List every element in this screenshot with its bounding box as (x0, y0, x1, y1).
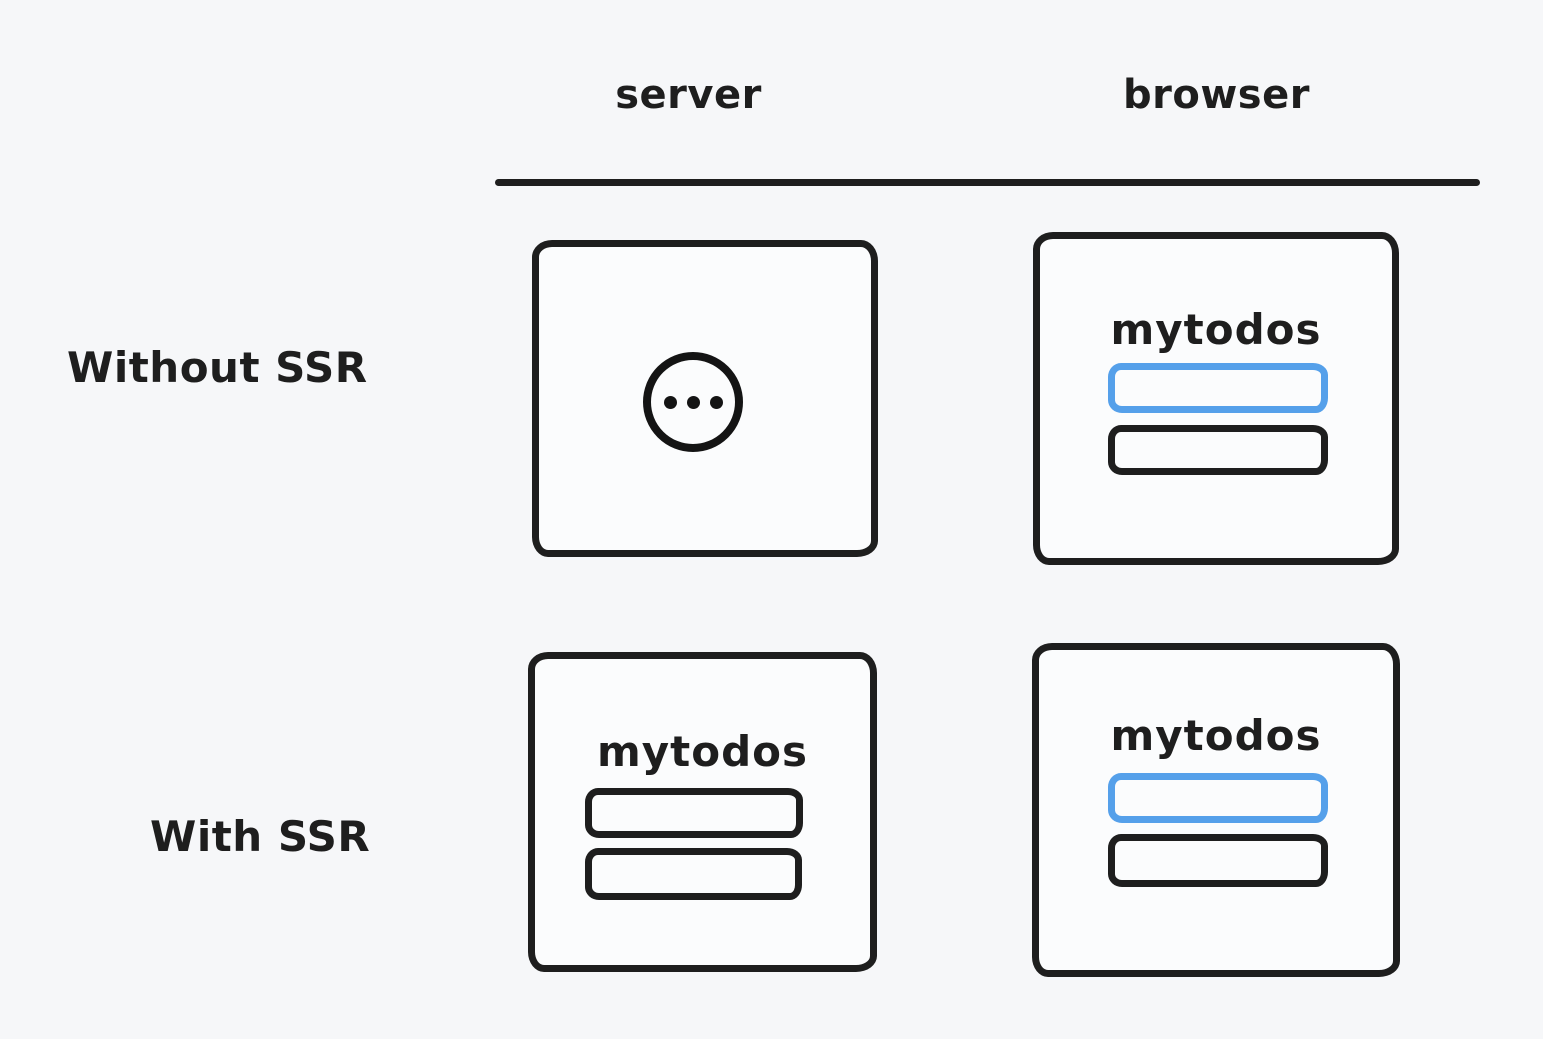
row-label-with-ssr: With SSR (150, 812, 371, 861)
app-title: mytodos (1110, 305, 1322, 354)
header-divider-line (495, 179, 1480, 186)
column-header-server: server (615, 72, 762, 118)
todo-item-highlighted (1108, 363, 1328, 413)
box-server-with-ssr: mytodos (528, 652, 877, 972)
box-browser-without-ssr: mytodos (1033, 232, 1399, 565)
todo-item (585, 788, 803, 838)
todo-item-highlighted (1108, 773, 1328, 823)
box-browser-with-ssr: mytodos (1032, 643, 1400, 977)
todo-item (1108, 425, 1328, 475)
box-server-without-ssr (532, 240, 878, 557)
column-header-browser: browser (1123, 72, 1310, 118)
ellipsis-dot (663, 395, 677, 409)
todo-item (585, 848, 802, 900)
todo-item (1108, 834, 1328, 887)
row-label-without-ssr: Without SSR (67, 343, 368, 392)
ellipsis-circle-icon (643, 352, 743, 452)
ellipsis-dot (686, 395, 700, 409)
app-title: mytodos (1110, 711, 1322, 760)
app-title: mytodos (597, 727, 808, 776)
ellipsis-dot (709, 395, 723, 409)
